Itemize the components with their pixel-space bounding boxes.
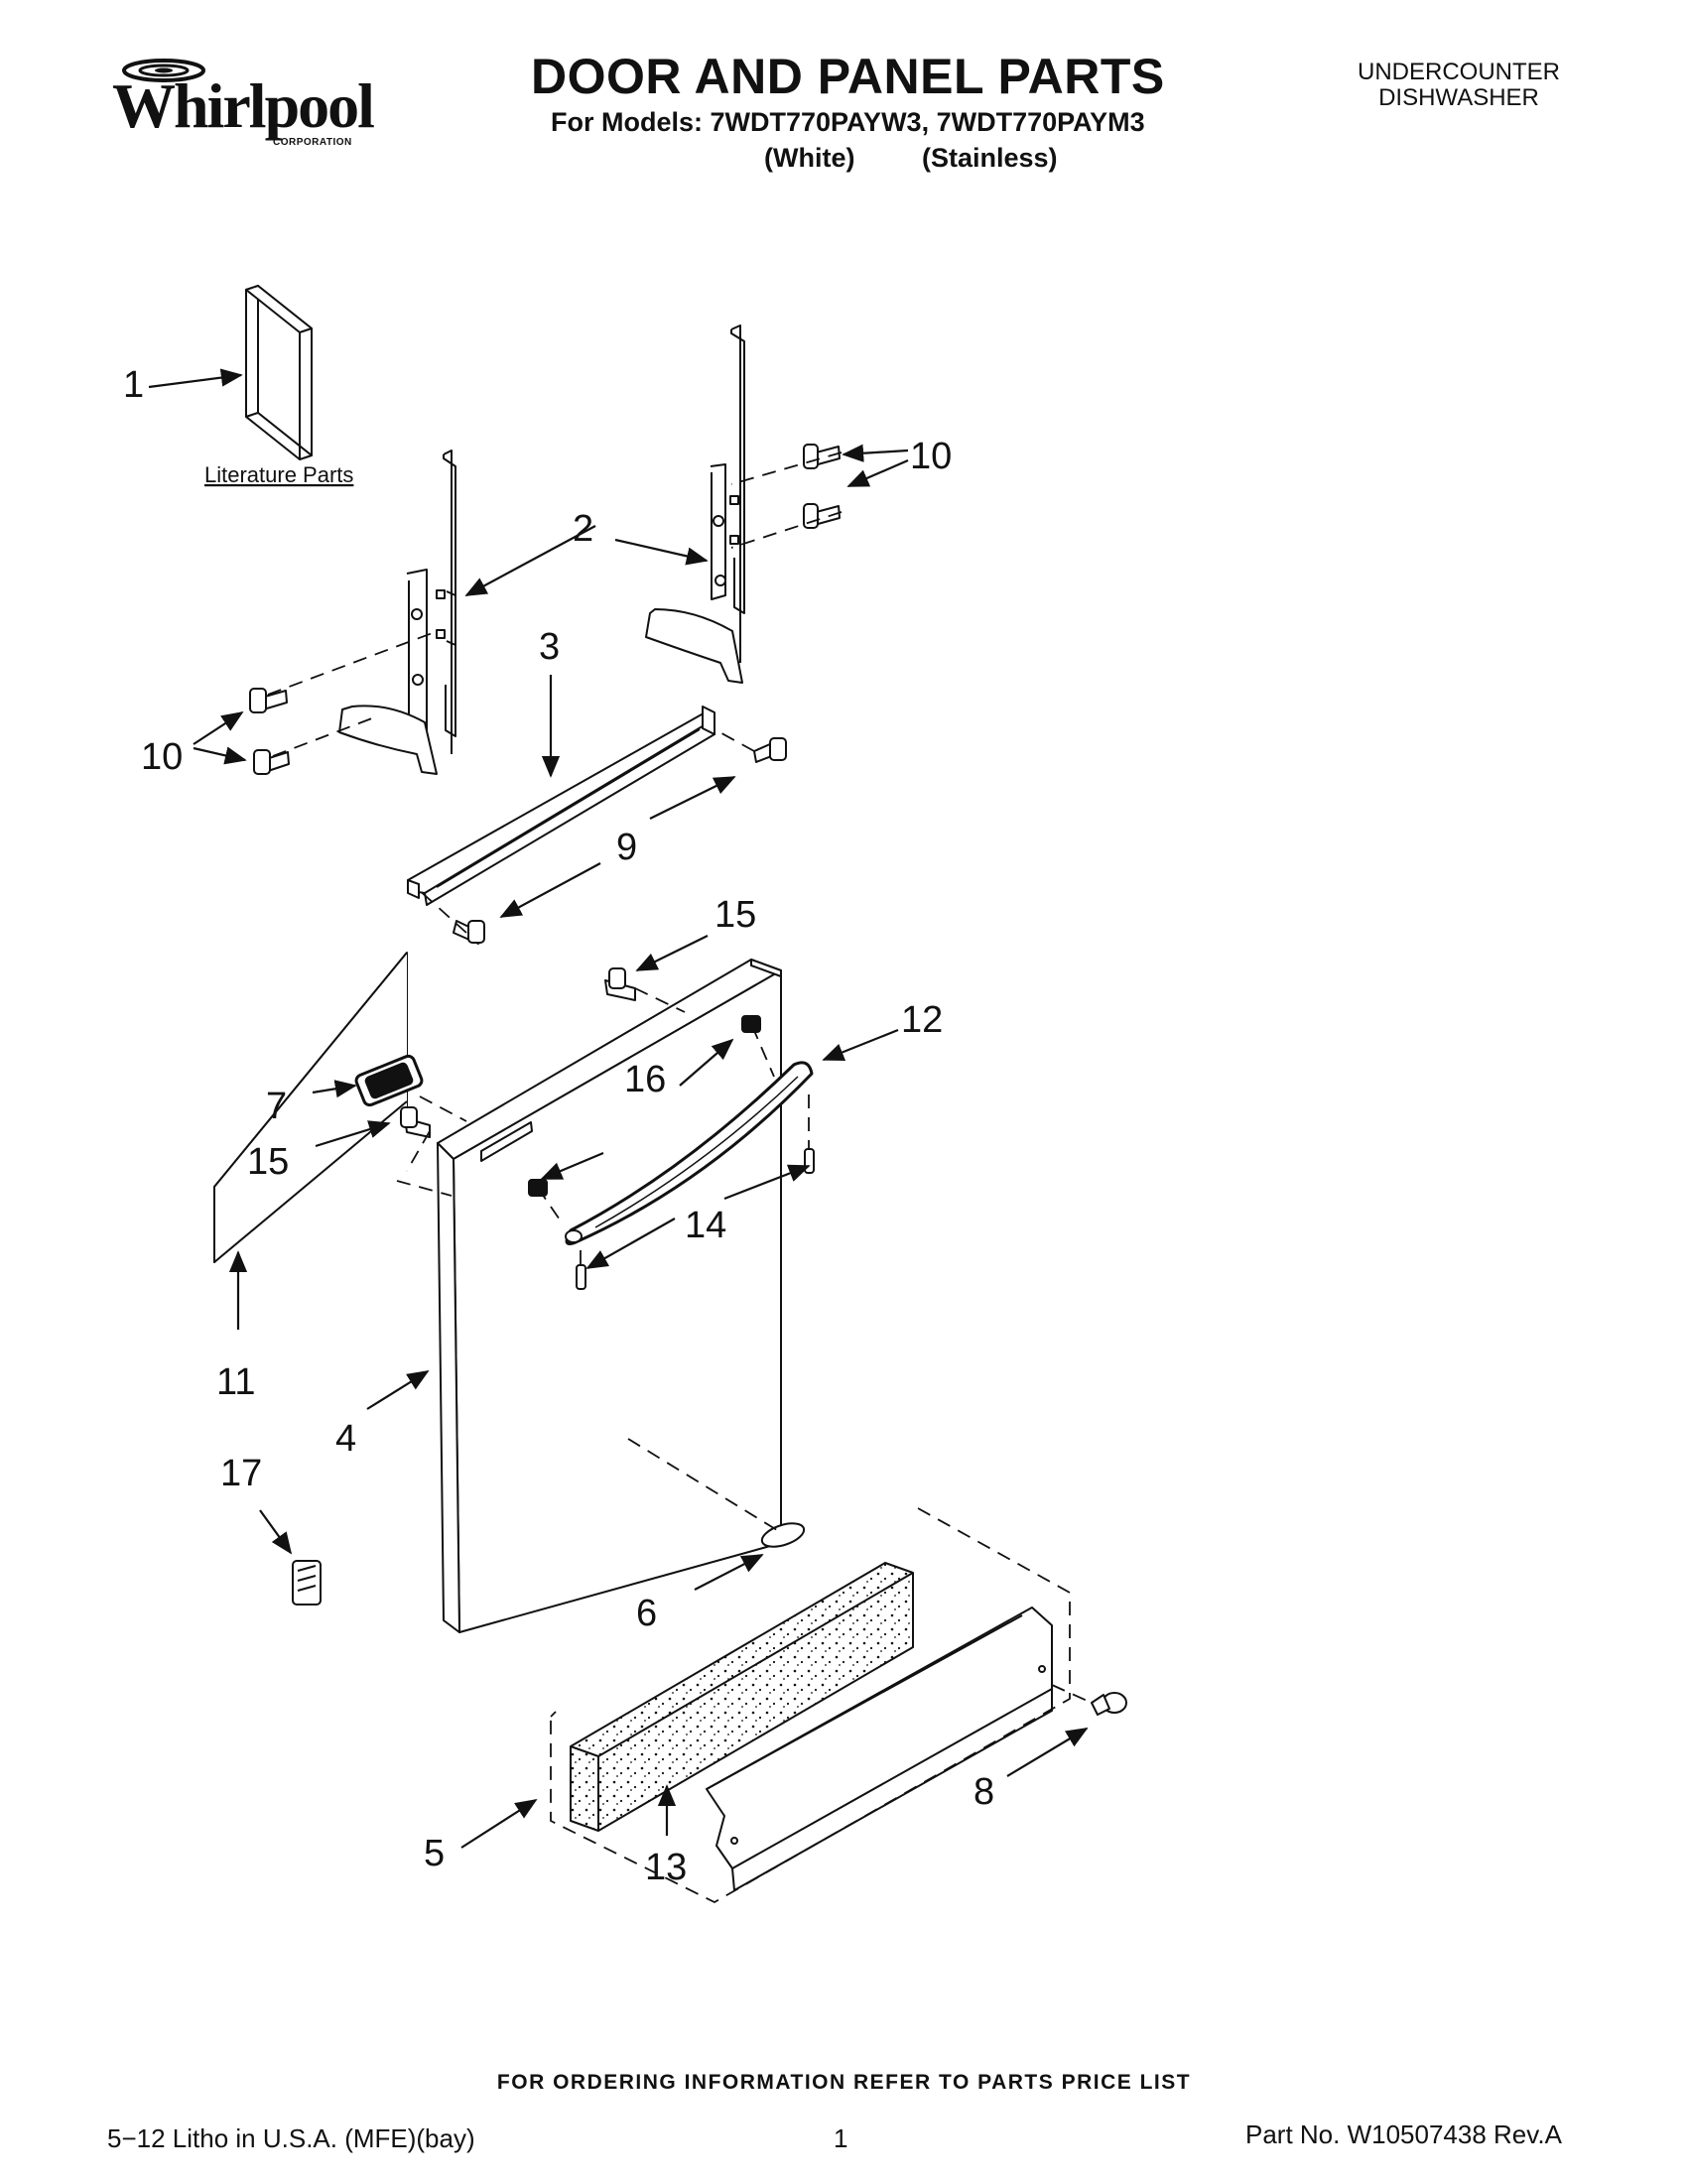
literature-booklet xyxy=(245,285,313,460)
callout-9: 9 xyxy=(616,827,637,868)
handle-pin-right xyxy=(804,1148,815,1174)
callout-3: 3 xyxy=(539,626,560,668)
logo-badge xyxy=(354,1054,424,1107)
whirlpool-logo: Whirlpool CORPORATION xyxy=(104,55,375,154)
brand-subtitle: CORPORATION xyxy=(273,137,352,148)
vent-screw-right xyxy=(753,737,787,763)
callout-8: 8 xyxy=(974,1771,994,1813)
dashed-guides xyxy=(267,451,1093,1904)
handle-pin-left xyxy=(576,1264,586,1290)
callout-6: 6 xyxy=(636,1593,657,1634)
page-title: DOOR AND PANEL PARTS xyxy=(531,49,1165,104)
hinge-screw-right-upper xyxy=(803,444,841,469)
callout-15-top: 15 xyxy=(714,894,756,936)
door-handle xyxy=(565,1061,814,1245)
hinge-screw-left-lower xyxy=(253,749,290,775)
product-category: UNDERCOUNTER DISHWASHER xyxy=(1350,59,1568,112)
callout-11: 11 xyxy=(216,1361,255,1403)
door-clip xyxy=(292,1560,322,1606)
door-screw-top xyxy=(604,967,636,1001)
litho-info: 5−12 Litho in U.S.A. (MFE)(bay) xyxy=(107,2123,475,2153)
leader-arrows xyxy=(148,368,1089,1849)
ordering-note: FOR ORDERING INFORMATION REFER TO PARTS … xyxy=(496,2071,1192,2094)
callout-10-right: 10 xyxy=(910,436,952,477)
hinge-screw-left-upper xyxy=(249,688,288,713)
access-panel-screw xyxy=(1091,1692,1127,1716)
handle-screw-upper xyxy=(741,1015,761,1033)
callout-15-badge: 15 xyxy=(247,1141,289,1183)
left-hinge-bracket xyxy=(338,450,456,775)
literature-parts-label: Literature Parts xyxy=(204,462,353,487)
models-line: For Models: 7WDT770PAYW3, 7WDT770PAYM3 xyxy=(551,107,1145,137)
variant-stainless: (Stainless) xyxy=(921,143,1058,173)
callout-13: 13 xyxy=(645,1847,687,1888)
variant-labels: (White) (Stainless) xyxy=(764,145,1058,172)
swirl-icon xyxy=(122,59,205,82)
callout-5: 5 xyxy=(424,1833,445,1874)
callout-numbers: 1 2 3 4 5 6 7 8 9 10 10 11 12 13 14 15 1… xyxy=(123,364,994,1888)
brand-name: Whirlpool xyxy=(112,70,375,141)
badge-screw xyxy=(400,1106,431,1138)
right-hinge-bracket xyxy=(645,324,745,684)
callout-7: 7 xyxy=(266,1086,287,1127)
category-line-2: DISHWASHER xyxy=(1378,84,1539,112)
page-number: 1 xyxy=(834,2123,848,2153)
door-insulation-panel xyxy=(213,952,408,1263)
callout-12: 12 xyxy=(901,999,943,1041)
callout-17: 17 xyxy=(220,1453,262,1494)
callout-16: 16 xyxy=(624,1059,666,1100)
part-number: Part No. W10507438 Rev.A xyxy=(1245,2120,1562,2149)
callout-2: 2 xyxy=(573,508,593,550)
door-plug xyxy=(760,1522,806,1548)
hinge-screw-right-lower xyxy=(803,503,841,529)
outer-door-panel xyxy=(437,959,782,1633)
toe-panel-foam xyxy=(570,1562,914,1832)
callout-1: 1 xyxy=(123,364,144,406)
variant-white: (White) xyxy=(764,143,855,173)
category-line-1: UNDERCOUNTER xyxy=(1358,59,1560,85)
callout-14: 14 xyxy=(685,1205,726,1246)
door-vent-strip xyxy=(407,706,715,906)
callout-4: 4 xyxy=(335,1418,356,1460)
callout-10-left: 10 xyxy=(141,736,183,778)
